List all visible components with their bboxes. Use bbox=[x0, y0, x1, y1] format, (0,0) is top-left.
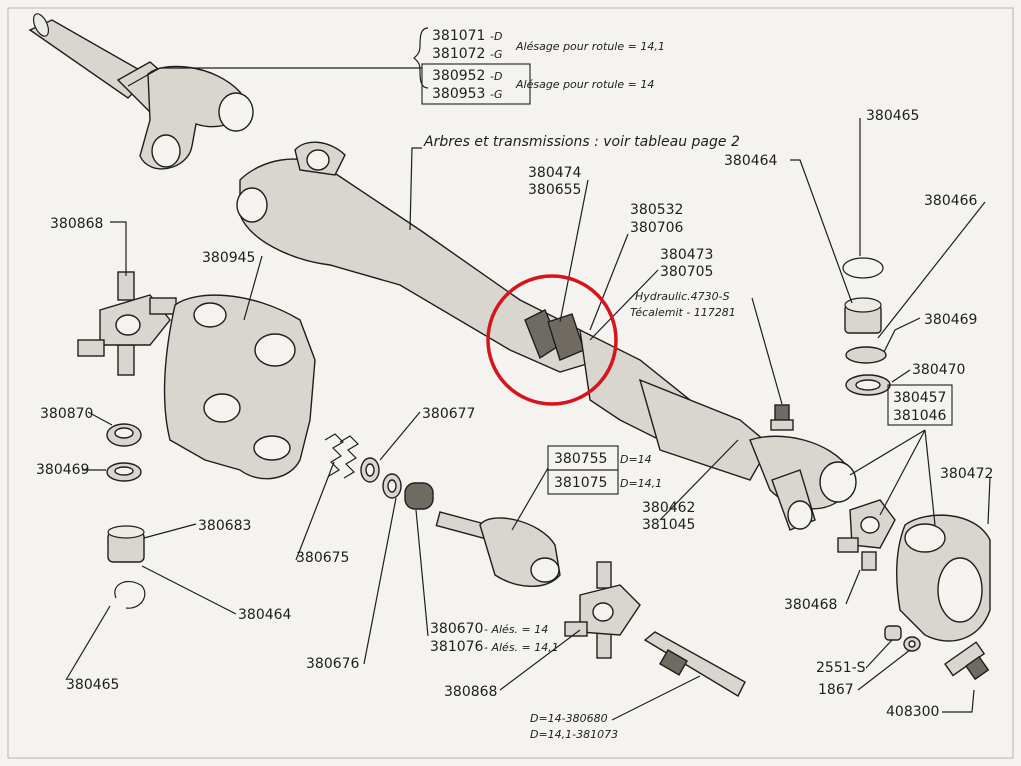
ref-381076: 381076 bbox=[430, 639, 484, 655]
ref-380870: 380870 bbox=[40, 406, 93, 422]
bolt-part bbox=[944, 641, 990, 681]
upper-left-shaft-part bbox=[28, 13, 254, 170]
pin-part bbox=[643, 631, 746, 697]
ref-380470: 380470 bbox=[912, 362, 965, 378]
ref-hydraulic: Hydraulic.4730-S bbox=[635, 290, 730, 303]
ref-380670: 380670 bbox=[430, 621, 483, 637]
ref-380670-note: - Alés. = 14 bbox=[484, 623, 548, 636]
ref-380683: 380683 bbox=[198, 518, 251, 534]
ref-380952: 380952 bbox=[432, 68, 485, 84]
ref-381073: D=14,1-381073 bbox=[530, 728, 618, 741]
left-rings-part bbox=[106, 423, 142, 482]
sheet-border bbox=[7, 7, 1014, 759]
ref-380473: 380473 bbox=[660, 247, 713, 263]
ref-380755-note: D=14 bbox=[620, 453, 652, 466]
right-spider-part bbox=[837, 499, 896, 571]
lower-spider-part bbox=[564, 561, 641, 659]
ref-tecalemit: Técalemit - 117281 bbox=[630, 306, 736, 319]
ref-box-381075 bbox=[547, 469, 619, 495]
ref-380462: 380462 bbox=[642, 500, 695, 516]
ref-box-380457 bbox=[887, 384, 953, 426]
ref-1867: 1867 bbox=[818, 682, 854, 698]
small-washers-part bbox=[884, 625, 921, 652]
main-axle-shaft-part bbox=[236, 141, 857, 531]
ref-380468: 380468 bbox=[784, 597, 837, 613]
ref-380469-right: 380469 bbox=[924, 312, 977, 328]
grease-nipple-part bbox=[770, 404, 794, 431]
ref-380755: 380755 bbox=[554, 451, 607, 467]
ref-380465-bottom: 380465 bbox=[66, 677, 119, 693]
ref-408300: 408300 bbox=[886, 704, 939, 720]
ref-380677: 380677 bbox=[422, 406, 475, 422]
ref-380676: 380676 bbox=[306, 656, 360, 672]
ref-380945: 380945 bbox=[202, 250, 255, 266]
ref-380472: 380472 bbox=[940, 466, 993, 482]
ref-380469-left: 380469 bbox=[36, 462, 89, 478]
ref-380655: 380655 bbox=[528, 182, 581, 198]
right-seal-stack-part bbox=[842, 257, 891, 396]
ref-380706: 380706 bbox=[630, 220, 684, 236]
ref-381071: 381071 bbox=[432, 28, 485, 44]
ref-380532: 380532 bbox=[630, 202, 683, 218]
highlight-circle bbox=[486, 274, 618, 406]
ref-381045: 381045 bbox=[642, 517, 695, 533]
ref-380675: 380675 bbox=[296, 550, 349, 566]
ref-381075-note: D=14,1 bbox=[620, 477, 662, 490]
ref-2551: 2551-S bbox=[816, 660, 866, 676]
ref-380466: 380466 bbox=[924, 193, 978, 209]
ref-380868-bottom: 380868 bbox=[444, 684, 497, 700]
ref-380465-top: 380465 bbox=[866, 108, 919, 124]
ref-381072: 381072 bbox=[432, 46, 485, 62]
ref-380474: 380474 bbox=[528, 165, 582, 181]
note-alesage-141: Alésage pour rotule = 14,1 bbox=[515, 40, 665, 53]
ref-380457: 380457 bbox=[893, 390, 946, 406]
note-alesage-14: Alésage pour rotule = 14 bbox=[515, 78, 654, 91]
ref-381071-suffix: -D bbox=[490, 30, 502, 43]
ref-380952-suffix: -D bbox=[490, 70, 502, 83]
spring-washer-series-part bbox=[324, 433, 434, 510]
ref-380953: 380953 bbox=[432, 86, 485, 102]
ball-joint-part bbox=[435, 511, 561, 587]
leader-lines bbox=[65, 27, 991, 721]
ref-381076-note: - Alés. = 14,1 bbox=[484, 641, 559, 654]
ref-380705: 380705 bbox=[660, 264, 713, 280]
labels: 381071 -D 381072 -G Alésage pour rotule … bbox=[36, 28, 993, 741]
ref-381072-suffix: -G bbox=[490, 48, 503, 61]
ref-380464-top: 380464 bbox=[724, 153, 778, 169]
diagram-title: Arbres et transmissions : voir tableau p… bbox=[423, 134, 740, 150]
needle-bearing-part bbox=[107, 525, 146, 609]
ref-380464-bottom: 380464 bbox=[238, 607, 292, 623]
ref-380953-suffix: -G bbox=[490, 88, 503, 101]
ref-380868-top: 380868 bbox=[50, 216, 103, 232]
ref-box-380952 bbox=[421, 63, 531, 105]
ref-381046: 381046 bbox=[893, 408, 947, 424]
yoke-housing-part bbox=[163, 294, 316, 480]
ref-380680: D=14-380680 bbox=[530, 712, 608, 725]
ref-381075: 381075 bbox=[554, 475, 607, 491]
right-housing-part bbox=[896, 514, 991, 642]
left-spider-part bbox=[77, 271, 177, 376]
